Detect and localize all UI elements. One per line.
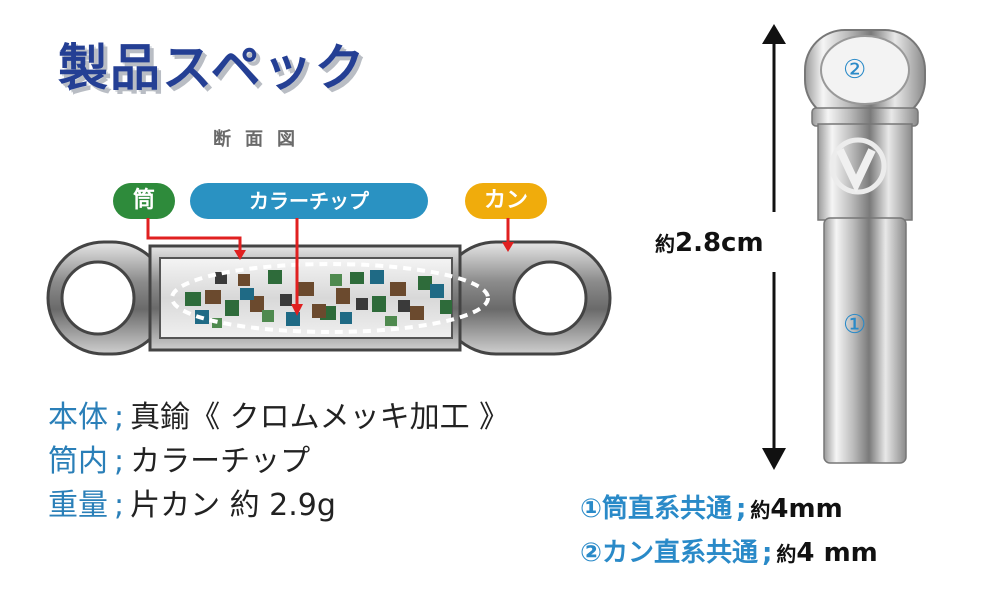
color-chip-callout: カラーチップ xyxy=(190,183,428,219)
spec-separator: ; xyxy=(114,444,125,479)
right-can-shape xyxy=(438,240,612,356)
spec-value: 真鍮《 クロムメッキ加工 》 xyxy=(130,400,510,435)
left-can-shape xyxy=(46,240,170,356)
dimension-arrow xyxy=(762,24,786,470)
product-illustration xyxy=(804,29,926,464)
diameter-row-tube: ①筒直系共通;約4mm xyxy=(580,488,843,525)
spec-key: 本体 xyxy=(48,400,108,435)
spec-row-body: 本体;真鍮《 クロムメッキ加工 》 xyxy=(48,392,509,436)
spec-row-weight: 重量;片カン 約 2.9g xyxy=(48,480,336,524)
spec-value: 片カン 約 2.9g xyxy=(130,488,336,523)
cross-section-label: 断面図 xyxy=(213,129,309,150)
spec-row-contents: 筒内;カラーチップ xyxy=(48,436,310,480)
color-chips xyxy=(170,262,490,334)
diameter-prefix: 約 xyxy=(776,542,797,566)
can-callout: カン xyxy=(465,183,547,219)
spec-separator: ; xyxy=(114,488,125,523)
diameter-row-can: ②カン直系共通;約4 mm xyxy=(580,532,878,569)
diameter-key: ①筒直系共通 xyxy=(580,494,733,524)
marker-1: ① xyxy=(843,310,867,340)
diameter-separator: ; xyxy=(736,494,747,524)
diameter-separator: ; xyxy=(762,538,773,568)
spec-key: 筒内 xyxy=(48,444,108,479)
spec-key: 重量 xyxy=(48,488,108,523)
spec-separator: ; xyxy=(114,400,125,435)
tube-callout: 筒 xyxy=(113,183,175,219)
length-dimension: 約2.8cm xyxy=(655,228,764,258)
marker-2: ② xyxy=(843,55,867,85)
callout-arrows xyxy=(146,218,510,306)
diameter-value: 4mm xyxy=(770,494,843,524)
dimension-prefix: 約 xyxy=(655,232,675,256)
page-title: 製品スペック xyxy=(58,39,367,97)
dimension-value: 2.8cm xyxy=(675,228,764,258)
diameter-prefix: 約 xyxy=(750,498,771,522)
diameter-key: ②カン直系共通 xyxy=(580,538,759,568)
spec-value: カラーチップ xyxy=(130,444,311,479)
diameter-value: 4 mm xyxy=(796,538,878,568)
